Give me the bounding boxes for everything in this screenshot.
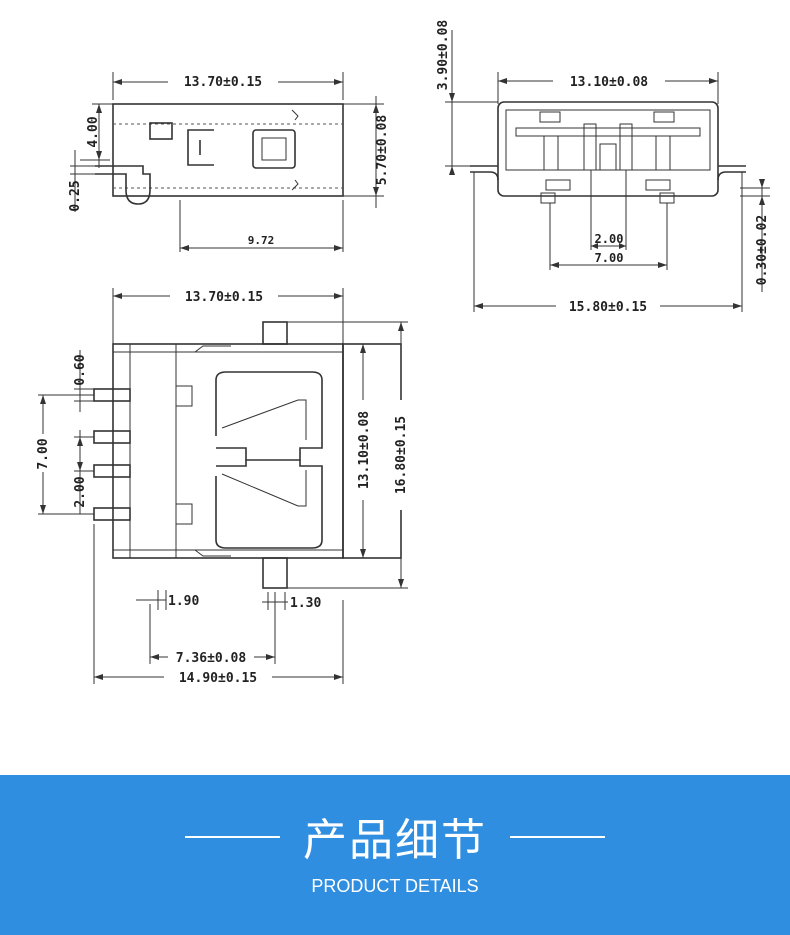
side-view-right-height-label: 5.70±0.08	[375, 115, 390, 186]
top-view-body-width-dimension: 13.10±0.08	[343, 343, 372, 559]
side-view-height-label: 4.00	[86, 116, 101, 147]
front-view-height-dimension: 3.90±0.08	[436, 20, 498, 175]
front-view: 3.90±0.08 13.10±0.08	[436, 20, 770, 315]
side-view-height-dimension: 4.00	[80, 103, 113, 168]
top-view-overall-length-label: 14.90±0.15	[179, 671, 257, 686]
top-view-pin-pitch-label: 2.00	[73, 476, 88, 507]
top-view: 13.70±0.15	[34, 287, 410, 686]
banner-right-line	[510, 836, 605, 838]
front-view-overall-label: 15.80±0.15	[569, 300, 647, 315]
front-view-span-dimension: 7.00	[549, 203, 668, 270]
top-view-pin-width-label: 0.60	[73, 354, 88, 385]
top-view-overall-width-label: 16.80±0.15	[394, 416, 409, 494]
side-view-width-dimension: 13.70±0.15	[112, 72, 344, 100]
top-view-tab-position-dimension: 7.36±0.08	[149, 592, 276, 666]
top-view-pins	[93, 388, 131, 521]
side-view-body	[95, 103, 344, 205]
side-view-depth-dimension: 9.72	[179, 200, 344, 252]
side-view-depth-label: 9.72	[248, 234, 275, 247]
front-view-span-label: 7.00	[595, 251, 624, 265]
top-view-pin-span-label: 7.00	[36, 438, 51, 469]
front-view-pitch-label: 2.00	[595, 232, 624, 246]
technical-drawing: 13.70±0.15 4.00 0.25	[34, 20, 770, 686]
side-view-right-height-dimension: 5.70±0.08	[343, 96, 390, 208]
front-view-thickness-dimension: 0.30±0.02	[740, 179, 770, 292]
top-view-width-dimension: 13.70±0.15	[112, 287, 344, 344]
banner-left-line	[185, 836, 280, 838]
top-view-overall-width-dimension: 16.80±0.15	[287, 321, 410, 589]
banner-title: 产品细节	[303, 815, 487, 866]
top-view-overall-length-dimension: 14.90±0.15	[93, 524, 344, 686]
side-view-offset-dimension: 0.25	[68, 150, 110, 212]
top-view-pin-width-dimension: 0.60	[73, 350, 94, 412]
top-view-tab-width-dimension: 1.30	[262, 592, 321, 611]
front-view-overall-dimension: 15.80±0.15	[473, 172, 743, 315]
product-details-banner: 产品细节 PRODUCT DETAILS	[0, 775, 790, 935]
front-view-opening-label: 13.10±0.08	[570, 75, 648, 90]
top-view-pin-offset-label: 1.90	[168, 594, 199, 609]
top-view-tab-position-label: 7.36±0.08	[176, 651, 247, 666]
top-view-body-width-label: 13.10±0.08	[357, 411, 372, 489]
side-view-offset-label: 0.25	[68, 180, 83, 211]
top-view-pin-offset-dimension: 1.90	[136, 590, 199, 610]
side-view-width-label: 13.70±0.15	[184, 75, 262, 90]
front-view-housing	[470, 101, 746, 204]
top-view-tab-width-label: 1.30	[290, 596, 321, 611]
top-view-pin-span-dimension: 7.00	[34, 394, 94, 515]
top-view-pin-pitch-dimension: 2.00	[73, 430, 94, 514]
front-view-thickness-label: 0.30±0.02	[755, 215, 770, 285]
front-view-height-label: 3.90±0.08	[436, 20, 451, 91]
top-view-width-label: 13.70±0.15	[185, 290, 263, 305]
side-view: 13.70±0.15 4.00 0.25	[68, 72, 390, 252]
front-view-pitch-dimension: 2.00	[590, 170, 627, 250]
banner-subtitle: PRODUCT DETAILS	[311, 876, 479, 896]
front-view-opening-dimension: 13.10±0.08	[497, 71, 719, 104]
